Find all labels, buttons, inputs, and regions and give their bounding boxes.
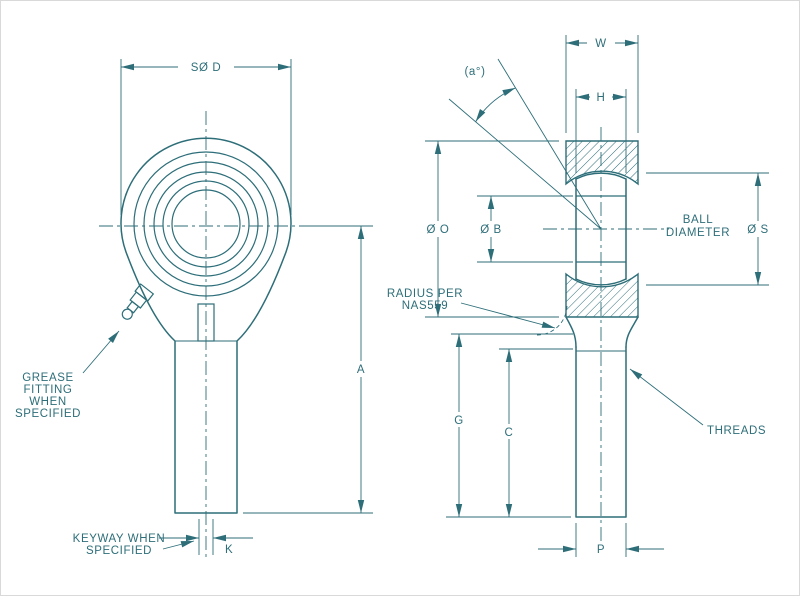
radius-note-leader bbox=[460, 302, 556, 329]
note-keyway: KEYWAY WHEN SPECIFIED bbox=[73, 533, 195, 557]
c-label-bg bbox=[500, 424, 518, 439]
housing-section-bottom bbox=[565, 272, 639, 318]
dim-keyway-width: K bbox=[159, 519, 253, 556]
side-view: W H (a°) Ø O Ø B bbox=[387, 35, 777, 557]
radius-construction-arc bbox=[536, 304, 568, 336]
dim-label-g: G bbox=[454, 415, 464, 427]
g-extension-lines bbox=[446, 333, 573, 518]
dim-overall-length: A bbox=[243, 225, 373, 514]
dim-label-c: C bbox=[505, 427, 514, 439]
dim-misalignment-angle: (a°) bbox=[448, 58, 602, 230]
dim-bore-diameter: Ø B bbox=[472, 195, 573, 263]
w-label-bg bbox=[587, 35, 615, 50]
ball-diameter-note-line-2: DIAMETER bbox=[666, 227, 730, 239]
housing-section-top bbox=[565, 140, 639, 186]
front-view: SØ D A K GREASE FITTING WHEN SPECIFIED bbox=[15, 59, 373, 557]
w-extension-lines bbox=[565, 35, 639, 133]
grease-note-leader bbox=[82, 330, 120, 374]
dim-eye-outer-diameter: Ø O bbox=[419, 140, 559, 318]
h-label-bg bbox=[590, 89, 612, 104]
dim-ball-sphere-diameter: Ø S BALL DIAMETER bbox=[646, 172, 777, 286]
keyway-note-line-2: SPECIFIED bbox=[86, 545, 152, 557]
angle-lines bbox=[448, 58, 602, 230]
dim-label-s: Ø S bbox=[747, 224, 769, 236]
h-extension-lines bbox=[575, 89, 627, 173]
grease-fitting bbox=[121, 283, 155, 320]
s-label-bg bbox=[739, 221, 777, 237]
grease-note-line-1: GREASE bbox=[22, 372, 74, 384]
grease-note-line-2: FITTING bbox=[24, 384, 73, 396]
dim-grip-length: G bbox=[446, 333, 573, 518]
dim-ball-width: H bbox=[575, 89, 627, 173]
dim-spherical-diameter: SØ D bbox=[120, 59, 292, 215]
race-outer-circle bbox=[133, 151, 279, 297]
dim-label-p: P bbox=[597, 544, 605, 556]
dim-head-width: W bbox=[565, 35, 639, 133]
dim-label-angle: (a°) bbox=[464, 66, 485, 78]
keyway-slot bbox=[197, 303, 215, 342]
note-radius-nas559: RADIUS PER NAS559 bbox=[387, 288, 568, 336]
dim-label-w: W bbox=[595, 38, 606, 50]
keyway-note-leader bbox=[162, 540, 195, 550]
a-label-bg bbox=[351, 361, 371, 377]
angle-label-bg bbox=[456, 63, 494, 78]
radius-note-line-2: NAS559 bbox=[402, 300, 448, 312]
race-inner-circle bbox=[143, 161, 269, 287]
dim-label-o: Ø O bbox=[427, 224, 450, 236]
g-label-bg bbox=[450, 412, 468, 427]
note-grease-fitting: GREASE FITTING WHEN SPECIFIED bbox=[15, 330, 120, 420]
ball bbox=[575, 172, 627, 286]
threads-note-leader bbox=[629, 368, 704, 426]
fillet-left bbox=[565, 316, 577, 348]
sod-label-bg bbox=[178, 59, 234, 75]
ball-bore-lines bbox=[576, 195, 626, 263]
dim-label-k: K bbox=[225, 544, 233, 556]
angle-arc bbox=[475, 87, 516, 122]
grease-note-line-3: WHEN bbox=[29, 396, 67, 408]
rod-end-body-outline bbox=[120, 137, 292, 514]
dim-label-b: Ø B bbox=[480, 224, 502, 236]
note-threads: THREADS bbox=[629, 368, 766, 437]
shank-outline bbox=[575, 346, 627, 518]
bore-circle bbox=[171, 189, 241, 259]
b-label-bg bbox=[472, 221, 510, 237]
ball-circle bbox=[153, 171, 259, 277]
dim-shank-width: P bbox=[538, 523, 664, 557]
threads-note-label: THREADS bbox=[707, 425, 766, 437]
grease-note-line-4: SPECIFIED bbox=[15, 408, 81, 420]
ball-chamfer-circle bbox=[162, 180, 250, 268]
ball-top-arc bbox=[575, 172, 627, 180]
keyway-note-line-1: KEYWAY WHEN bbox=[73, 533, 166, 545]
s-extension-lines bbox=[646, 172, 769, 286]
fillet-right bbox=[625, 316, 639, 348]
dim-thread-length: C bbox=[499, 348, 573, 517]
o-label-bg bbox=[419, 221, 457, 237]
dim-label-h: H bbox=[597, 92, 606, 104]
dim-label-sod: SØ D bbox=[191, 62, 222, 74]
threaded-shank bbox=[565, 316, 639, 518]
sod-extension-lines bbox=[120, 59, 292, 215]
o-extension-lines bbox=[425, 140, 559, 318]
dim-label-a: A bbox=[357, 364, 365, 376]
ball-diameter-note-line-1: BALL bbox=[683, 214, 714, 226]
ball-bottom-arc bbox=[575, 278, 627, 286]
radius-note-line-1: RADIUS PER bbox=[387, 288, 463, 300]
